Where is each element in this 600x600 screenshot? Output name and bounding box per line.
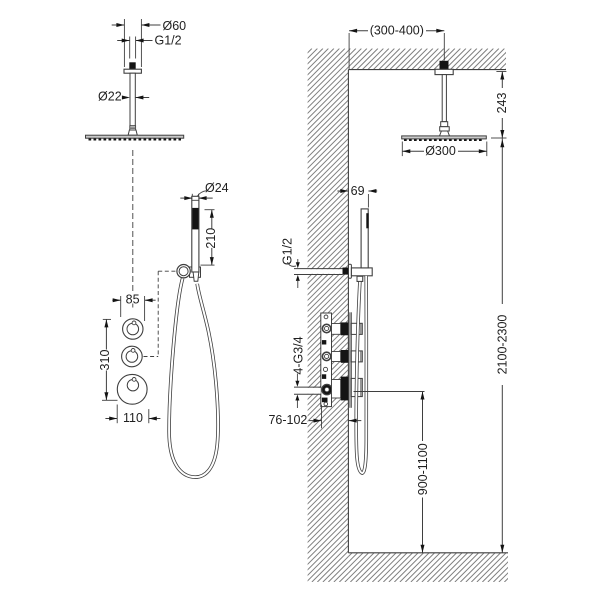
- svg-text:85: 85: [126, 292, 140, 306]
- svg-text:(300-400): (300-400): [370, 24, 424, 38]
- svg-text:G1/2: G1/2: [280, 238, 294, 265]
- svg-text:900-1100: 900-1100: [416, 443, 430, 495]
- svg-text:4-G3/4: 4-G3/4: [291, 336, 305, 374]
- svg-text:110: 110: [123, 411, 143, 425]
- svg-text:76-102: 76-102: [268, 413, 307, 427]
- svg-text:Ø22: Ø22: [98, 90, 122, 104]
- svg-text:310: 310: [98, 350, 112, 371]
- svg-text:210: 210: [204, 228, 218, 249]
- svg-text:Ø60: Ø60: [163, 19, 187, 33]
- svg-text:69: 69: [351, 184, 365, 198]
- svg-text:G1/2: G1/2: [155, 34, 182, 48]
- svg-text:243: 243: [495, 93, 509, 114]
- svg-text:2100-2300: 2100-2300: [495, 315, 509, 375]
- svg-text:Ø24: Ø24: [205, 181, 229, 195]
- svg-text:Ø300: Ø300: [425, 144, 456, 158]
